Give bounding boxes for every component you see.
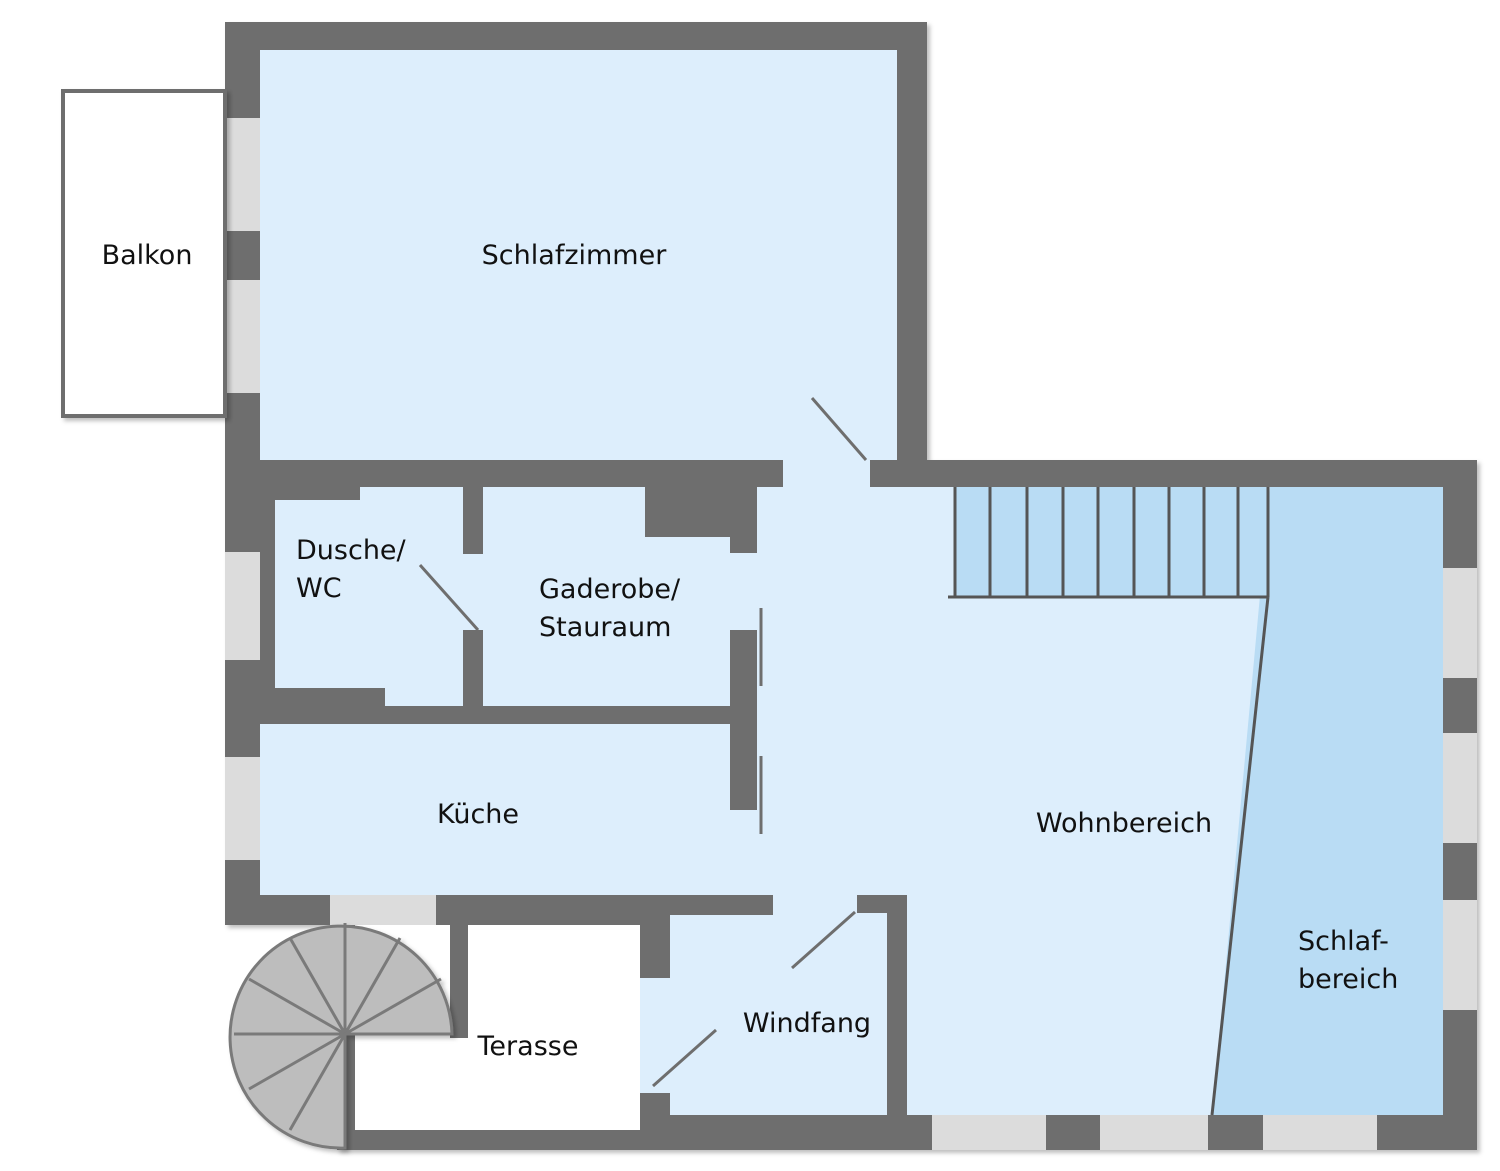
room-labels: Balkon Schlafzimmer Dusche/ WC Gaderobe/…: [102, 240, 1399, 1062]
label-schlafbereich-line1: Schlaf-: [1298, 926, 1389, 957]
label-dusche-line1: Dusche/: [296, 535, 407, 566]
spiral-staircase: [228, 923, 454, 1150]
terrace-wall-left: [450, 920, 468, 1038]
label-wohnbereich: Wohnbereich: [1036, 808, 1212, 839]
label-schlafbereich-line2: bereich: [1298, 964, 1398, 995]
label-kueche: Küche: [437, 799, 519, 830]
balcony: [61, 89, 227, 418]
label-balkon: Balkon: [102, 240, 193, 271]
label-gaderobe-line1: Gaderobe/: [539, 574, 681, 605]
label-windfang: Windfang: [743, 1008, 871, 1039]
label-schlafzimmer: Schlafzimmer: [482, 240, 668, 271]
interior-floor: [260, 50, 1443, 1115]
label-terasse: Terasse: [477, 1031, 579, 1062]
windows: [225, 118, 1477, 1150]
sleep-area: [1212, 487, 1443, 1115]
door-swings: [418, 397, 868, 1088]
label-gaderobe-line2: Stauraum: [539, 612, 671, 643]
label-dusche-line2: WC: [296, 573, 342, 604]
straight-staircase: [948, 487, 1270, 1116]
